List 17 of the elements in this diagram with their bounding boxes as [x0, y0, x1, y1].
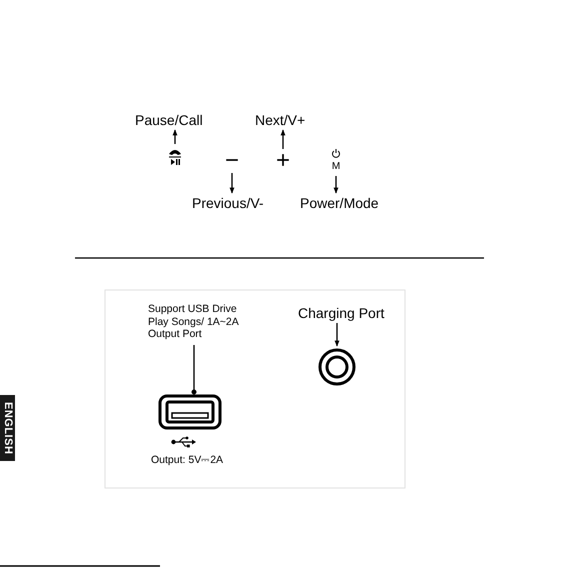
arrow	[280, 129, 286, 149]
arrow	[334, 176, 338, 194]
button-label: Power/Mode	[300, 195, 386, 211]
arrow	[172, 129, 178, 144]
button-label: Previous/V-	[192, 195, 286, 211]
button-label: Pause/Call	[135, 112, 215, 128]
plus-button-symbol: +	[273, 151, 293, 171]
output-rating-text: Output: 5V⎓2A	[151, 454, 224, 466]
mode-letter: M	[332, 161, 340, 172]
arrow	[334, 323, 340, 347]
minus-button-symbol: −	[222, 151, 242, 171]
arrow	[230, 173, 234, 194]
port-label: Charging Port	[298, 305, 386, 321]
button-label: Next/V+	[255, 112, 325, 128]
port-label: Support USB Drive Play Songs/ 1A~2A Output Port	[148, 303, 248, 343]
leader-line	[192, 345, 196, 394]
language-tab: ENGLISH	[0, 395, 15, 461]
